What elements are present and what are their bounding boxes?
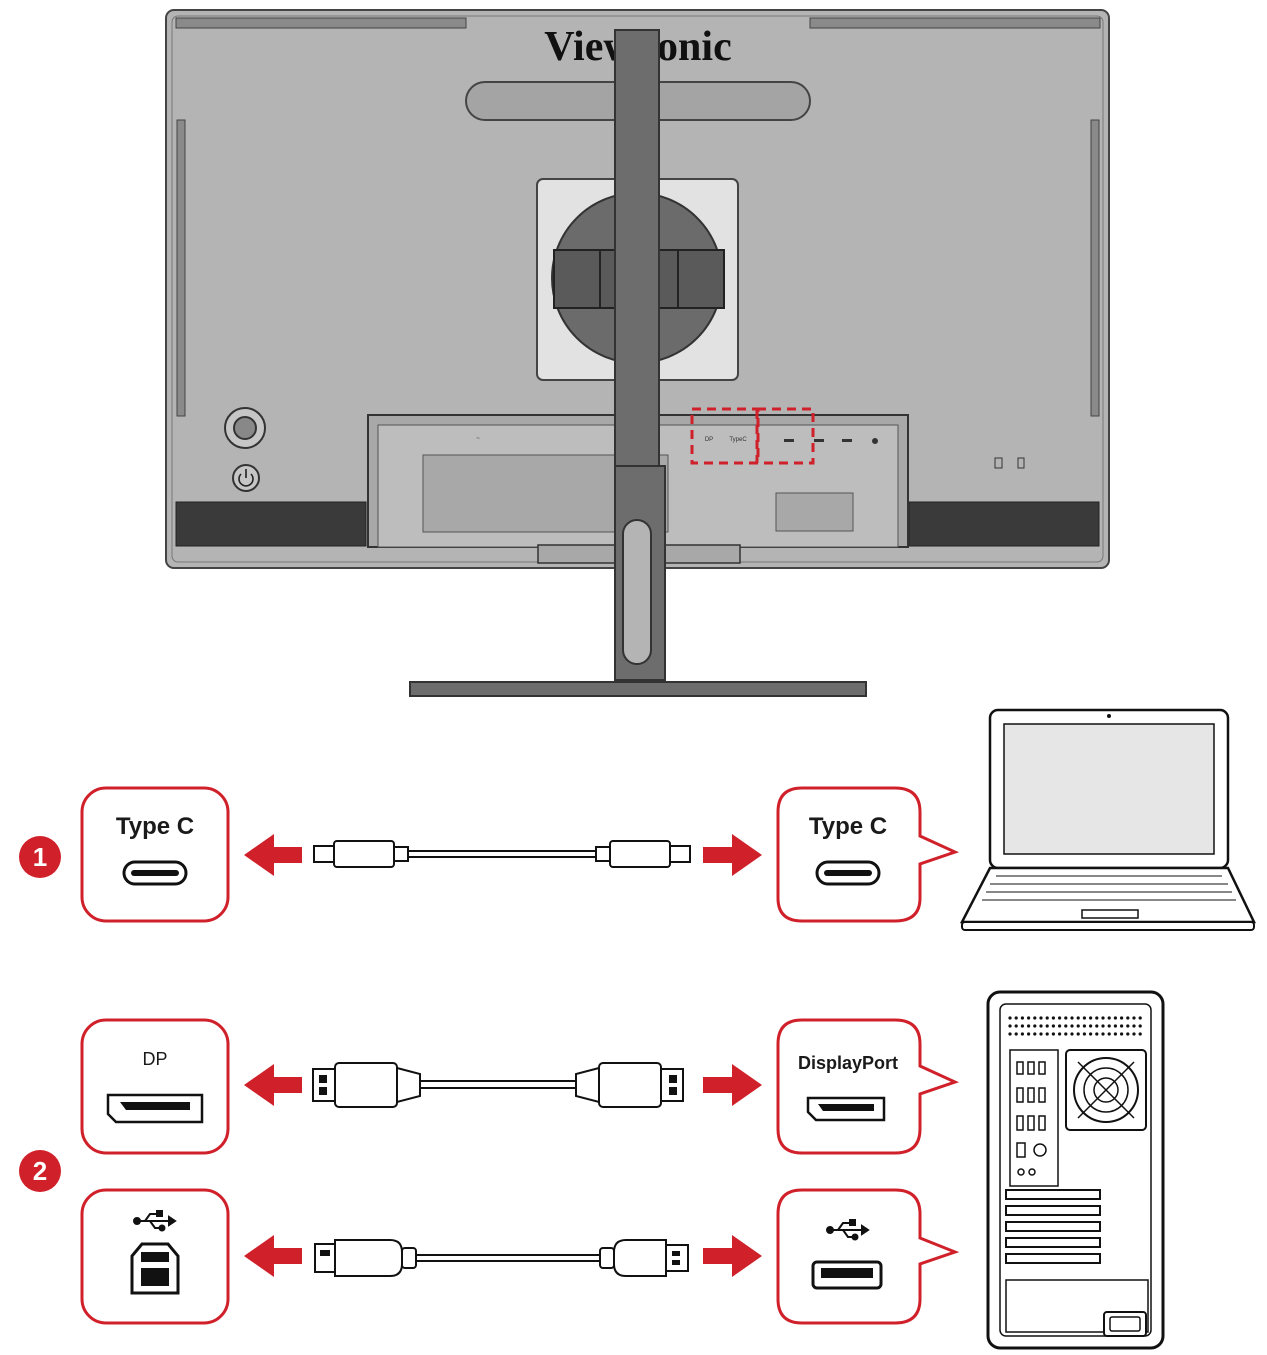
stand-column: [614, 29, 660, 467]
arrow-right-icon: [703, 1064, 762, 1106]
power-socket-icon: [1103, 1311, 1147, 1337]
arrow-left-icon: [244, 1064, 302, 1106]
highlight-usb-ports: [755, 407, 815, 465]
arrow-right-icon: [703, 834, 762, 876]
usb-cable: [314, 1239, 689, 1277]
monitor-port-label: DP: [142, 1049, 167, 1069]
power-icon: [232, 464, 260, 492]
monitor-port-callout-dp: DP: [80, 1018, 230, 1155]
monitor-port-callout-usb-b: [80, 1188, 230, 1325]
usb-icon: [826, 1219, 870, 1241]
device-port-callout-displayport: DisplayPort: [776, 1018, 960, 1155]
desktop-pc-icon: [986, 990, 1165, 1350]
monitor-port-label-typec: TypeC: [729, 437, 747, 443]
device-port-callout-usb-a: [776, 1188, 960, 1325]
device-port-label: Type C: [809, 813, 887, 840]
monitor-port-label-dp: DP: [705, 437, 713, 443]
device-port-callout-typec: Type C: [776, 786, 960, 923]
arrow-right-icon: [703, 1235, 762, 1277]
svg-text:1: 1: [33, 842, 47, 872]
arrow-left-icon: [244, 1235, 302, 1277]
displayport-cable: [312, 1062, 684, 1108]
svg-text:~: ~: [476, 436, 480, 442]
monitor-port-label: Type C: [116, 813, 194, 840]
highlight-dp-typec-ports: [690, 407, 760, 465]
monitor-rear: ViewSonic ~ DP TypeC: [165, 9, 1110, 697]
monitor-port-callout-typec: Type C: [80, 786, 230, 923]
laptop-icon: [959, 708, 1256, 931]
step-badge-2: 2: [19, 1150, 61, 1192]
step-badge-1: 1: [19, 836, 61, 878]
svg-text:2: 2: [33, 1156, 47, 1186]
stand-base: [409, 681, 867, 697]
usb-c-cable: [313, 840, 691, 868]
device-port-label: DisplayPort: [798, 1053, 898, 1073]
usb-icon: [133, 1210, 177, 1232]
arrow-left-icon: [244, 834, 302, 876]
